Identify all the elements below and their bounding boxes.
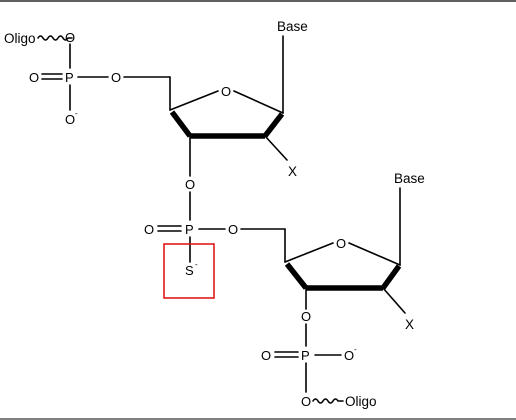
atom-o-double-top: O bbox=[29, 70, 39, 85]
atom-o-ring-top: O bbox=[221, 84, 231, 99]
atom-o-right-mid: O bbox=[228, 222, 238, 237]
atom-o-3prime-top: O bbox=[185, 177, 195, 192]
atom-o-minus-bottom: O bbox=[344, 348, 354, 363]
label-base-top: Base bbox=[277, 19, 308, 34]
atom-p-top: P bbox=[65, 70, 74, 85]
ring-c4-c3-bottom-wedge bbox=[284, 262, 309, 290]
charge-s-minus: - bbox=[195, 260, 198, 269]
ring-o-c1-top bbox=[233, 90, 284, 114]
label-x-top: X bbox=[288, 164, 297, 179]
charge-o-minus-top: - bbox=[75, 109, 78, 118]
ring-c4-o-top bbox=[169, 90, 219, 111]
atom-o-double-mid: O bbox=[144, 222, 154, 237]
ring-c2-c1-bottom-wedge bbox=[380, 264, 402, 290]
bond-c2-x-bottom bbox=[382, 287, 406, 314]
ring-c2-c1-top-wedge bbox=[262, 112, 285, 138]
atom-o-double-bottom: O bbox=[261, 348, 271, 363]
label-x-bottom: X bbox=[405, 317, 414, 332]
atom-o-top-chain: O bbox=[65, 30, 75, 45]
atom-o-right-top: O bbox=[111, 70, 121, 85]
label-base-bottom: Base bbox=[394, 171, 425, 186]
atom-p-mid: P bbox=[185, 222, 194, 237]
atom-o-minus-top: O bbox=[65, 112, 75, 127]
atom-o-ring-bottom: O bbox=[336, 236, 346, 251]
ring-c4-c3-top-wedge bbox=[169, 110, 193, 138]
ring-o-c1-bottom bbox=[348, 242, 401, 266]
atom-o-chain-bottom: O bbox=[301, 394, 311, 409]
oligo-wavy-bond-bottom bbox=[312, 398, 344, 404]
charge-o-minus-bottom: - bbox=[354, 345, 357, 354]
atom-p-bottom: P bbox=[301, 348, 310, 363]
label-oligo-bottom: Oligo bbox=[345, 394, 377, 409]
ring-c4-o-bottom bbox=[284, 242, 334, 263]
thioate-highlight-box bbox=[163, 243, 215, 299]
label-oligo-top: Oligo bbox=[4, 31, 36, 46]
oligo-wavy-bond-top bbox=[37, 35, 73, 41]
atom-o-3prime-bottom: O bbox=[301, 309, 311, 324]
atom-s-mid: S bbox=[185, 263, 194, 278]
bond-c2-x-top bbox=[264, 135, 288, 161]
